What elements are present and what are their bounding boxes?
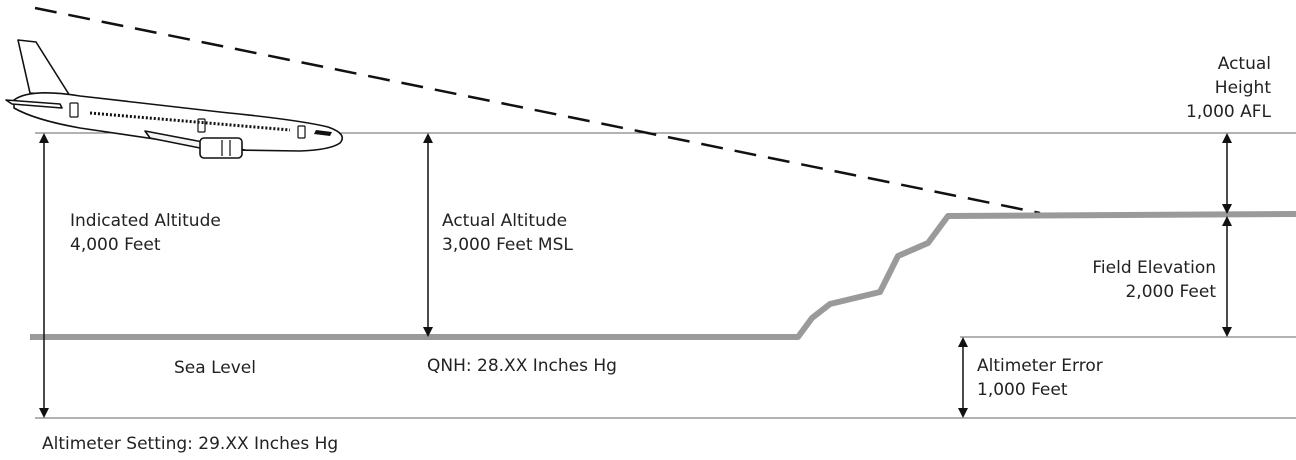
jet-airliner-icon [5,39,344,159]
sea-level-label: Sea Level [174,358,256,378]
qnh-label: QNH: 28.XX Inches Hg [427,356,617,376]
actual-height-label: Actual Height 1,000 AFL [1186,52,1271,124]
field-elevation-label-line1: Field Elevation [1092,258,1216,278]
field-elevation-label: Field Elevation 2,000 Feet [1092,256,1216,304]
altimeter-error-label: Altimeter Error 1,000 Feet [977,354,1103,402]
altimeter-error-label-line1: Altimeter Error [977,356,1103,376]
field-elevation-label-line2: 2,000 Feet [1125,282,1216,302]
indicated-altitude-label-line2: 4,000 Feet [70,235,161,255]
actual-height-label-line2: Height [1214,78,1271,98]
altimeter-error-label-line2: 1,000 Feet [977,380,1068,400]
indicated-altitude-label-line1: Indicated Altitude [70,211,221,231]
actual-altitude-label-line2: 3,000 Feet MSL [442,235,573,255]
altimeter-setting-label: Altimeter Setting: 29.XX Inches Hg [42,434,339,454]
actual-height-label-line3: 1,000 AFL [1186,102,1271,122]
descent-path-dashed-line [34,6,1041,215]
actual-altitude-label-line1: Actual Altitude [442,211,568,231]
indicated-altitude-label: Indicated Altitude 4,000 Feet [70,209,221,257]
actual-height-label-line1: Actual [1217,54,1271,74]
actual-altitude-label: Actual Altitude 3,000 Feet MSL [442,209,573,257]
sea-level-and-terrain-line [30,211,1296,340]
